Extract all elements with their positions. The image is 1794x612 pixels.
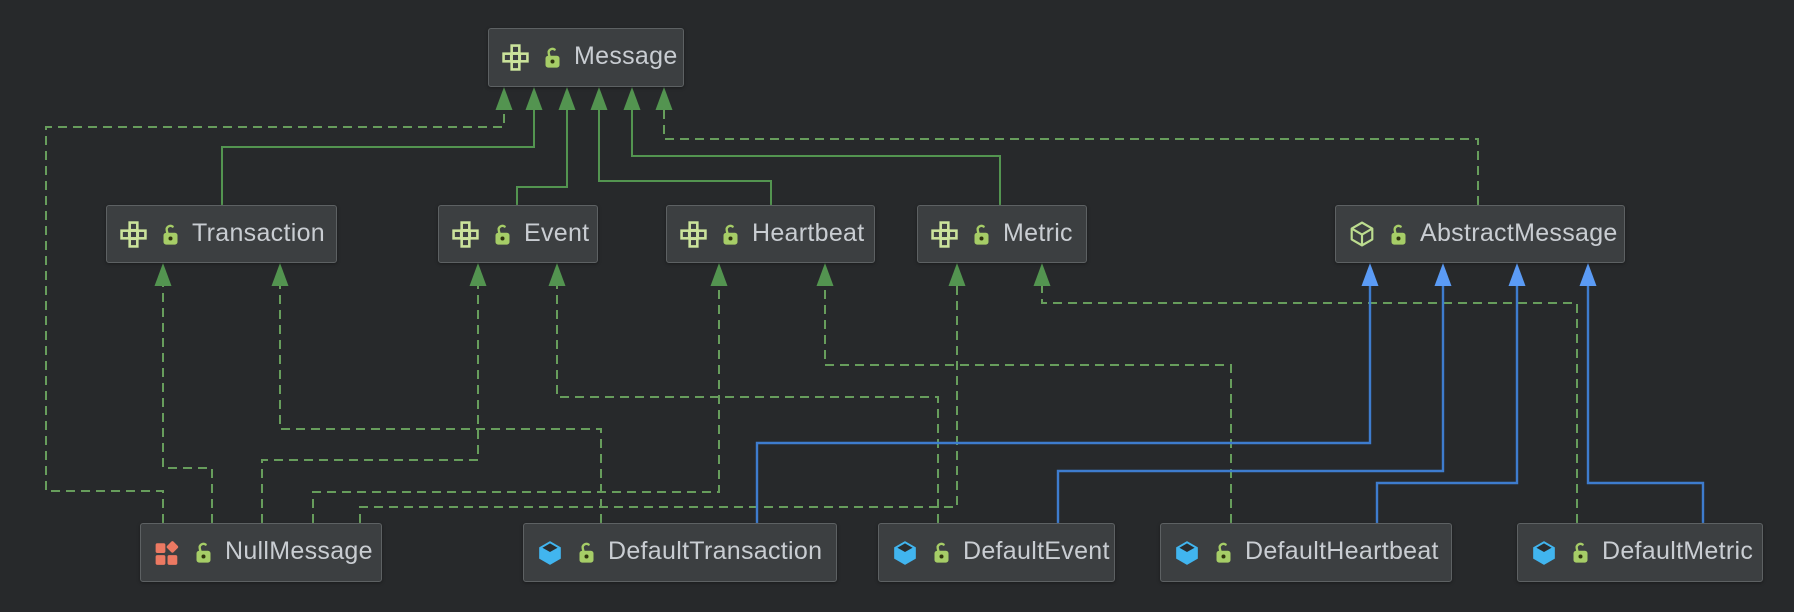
node-label: AbstractMessage <box>1420 218 1618 247</box>
arrowhead <box>655 87 673 110</box>
node-label: DefaultHeartbeat <box>1245 537 1439 565</box>
edge-Metric-extends-Message <box>623 87 1001 205</box>
arrowhead <box>1508 263 1526 286</box>
interface-icon <box>931 220 958 248</box>
diagram-node-null-message[interactable]: NullMessage <box>140 523 382 582</box>
edge-Heartbeat-extends-Message <box>590 87 772 205</box>
arrowhead <box>1361 263 1379 286</box>
interface-icon <box>452 220 479 248</box>
node-label: Transaction <box>192 218 325 247</box>
lock-icon <box>720 223 741 246</box>
edge-NullMessage-implements-Event <box>261 263 487 523</box>
edge-AbstractMessage-implements-Message <box>655 87 1479 205</box>
diagram-node-metric[interactable]: Metric <box>917 205 1087 263</box>
edge-DefaultHeartbeat-implements-Heartbeat <box>816 263 1232 523</box>
edge-NullMessage-implements-Message <box>45 87 513 523</box>
arrowhead <box>590 87 608 110</box>
diagram-node-event[interactable]: Event <box>438 205 598 263</box>
arrowhead <box>1579 263 1597 286</box>
arrowhead <box>495 87 513 110</box>
interface-icon <box>120 220 147 248</box>
lock-icon <box>1213 541 1234 564</box>
edge-NullMessage-implements-Metric <box>359 263 966 523</box>
edge-NullMessage-implements-Transaction <box>154 263 213 523</box>
abstract-class-icon <box>1349 221 1375 247</box>
node-label: NullMessage <box>225 537 373 565</box>
diagram-node-transaction[interactable]: Transaction <box>106 205 337 263</box>
lock-icon <box>931 541 952 564</box>
edge-DefaultTransaction-implements-Transaction <box>271 263 602 523</box>
node-label: Heartbeat <box>752 218 865 247</box>
class-icon <box>537 540 563 566</box>
arrowhead <box>1434 263 1452 286</box>
edge-DefaultEvent-extends-AbstractMessage <box>1056 263 1452 523</box>
lock-icon <box>576 541 597 564</box>
arrowhead <box>548 263 566 286</box>
arrowhead <box>948 263 966 286</box>
lock-icon <box>1388 223 1409 246</box>
lock-icon <box>193 541 214 564</box>
edge-Event-extends-Message <box>516 87 576 205</box>
arrowhead <box>154 263 172 286</box>
edge-DefaultMetric-implements-Metric <box>1033 263 1578 523</box>
lock-icon <box>971 223 992 246</box>
diagram-node-heartbeat[interactable]: Heartbeat <box>666 205 875 263</box>
node-label: DefaultMetric <box>1602 537 1754 565</box>
lock-icon <box>1570 541 1591 564</box>
node-label: Event <box>524 218 590 247</box>
lock-icon <box>542 46 563 69</box>
arrowhead <box>710 263 728 286</box>
arrowhead <box>525 87 543 110</box>
node-label: Metric <box>1003 218 1073 247</box>
arrowhead <box>469 263 487 286</box>
class-icon <box>1531 540 1557 566</box>
node-label: DefaultTransaction <box>608 537 823 565</box>
edge-Transaction-extends-Message <box>221 87 543 205</box>
lock-icon <box>160 223 181 246</box>
edge-NullMessage-implements-Heartbeat <box>312 263 728 523</box>
arrowhead <box>623 87 641 110</box>
edge-DefaultTransaction-extends-AbstractMessage <box>755 263 1379 523</box>
arrowhead <box>816 263 834 286</box>
node-label: DefaultEvent <box>963 537 1110 565</box>
arrowhead <box>1033 263 1051 286</box>
classes-icon <box>154 540 180 566</box>
diagram-node-abstract-message[interactable]: AbstractMessage <box>1335 205 1625 263</box>
node-label: Message <box>574 42 678 70</box>
interface-icon <box>502 44 529 71</box>
edge-DefaultMetric-extends-AbstractMessage <box>1579 263 1705 523</box>
class-icon <box>1174 540 1200 566</box>
edge-DefaultEvent-implements-Event <box>548 263 939 523</box>
arrowhead <box>558 87 576 110</box>
interface-icon <box>680 220 707 248</box>
arrowhead <box>271 263 289 286</box>
diagram-node-default-transaction[interactable]: DefaultTransaction <box>523 523 837 582</box>
lock-icon <box>492 223 513 246</box>
diagram-node-default-heartbeat[interactable]: DefaultHeartbeat <box>1160 523 1452 582</box>
edge-DefaultHeartbeat-extends-AbstractMessage <box>1375 263 1526 523</box>
diagram-node-message[interactable]: Message <box>488 28 684 87</box>
diagram-node-default-event[interactable]: DefaultEvent <box>878 523 1115 582</box>
diagram-node-default-metric[interactable]: DefaultMetric <box>1517 523 1763 582</box>
class-icon <box>892 540 918 566</box>
